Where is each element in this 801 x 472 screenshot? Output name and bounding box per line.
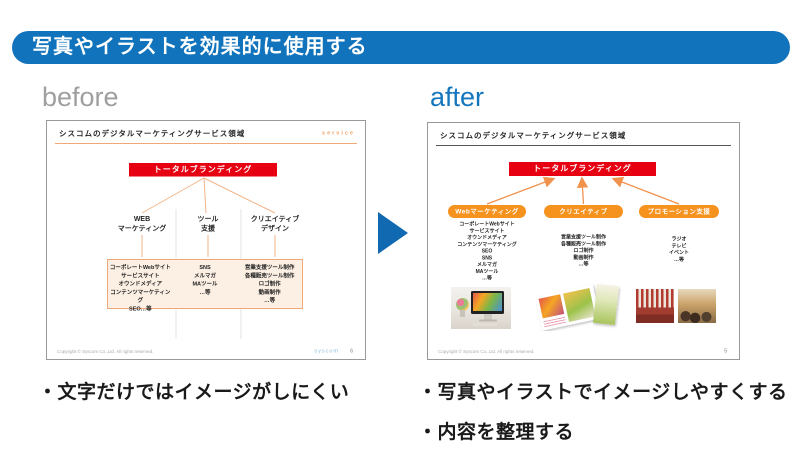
service-list-box: コーポレートWebサイト サービスサイト オウンドメディア コンテンツマーケティ… bbox=[107, 259, 303, 312]
brochure-pages bbox=[536, 284, 600, 331]
page-number: 6 bbox=[350, 348, 353, 355]
column-heading-web-marketing: WEB マーケティング bbox=[117, 214, 167, 232]
total-branding-banner: トータルブランディング bbox=[129, 163, 277, 177]
monitor-stand bbox=[484, 314, 492, 320]
pill-promotion-support: プロモーション支援 bbox=[639, 205, 719, 218]
slide-title: シスコムのデジタルマーケティングサービス領域 bbox=[59, 129, 246, 139]
monitor-icon bbox=[471, 291, 504, 314]
after-note-1: ・写真やイラストでイメージしやすくする bbox=[418, 382, 788, 403]
event-crowd-photo bbox=[678, 289, 716, 323]
service-list-creative: 営業支援ツール制作 各種販売ツール制作 ロゴ制作 動画制作 …等 bbox=[561, 234, 606, 268]
service-list-tool: SNS メルマガ MAツール …等 bbox=[192, 264, 218, 296]
service-list-promotion: ラジオ テレビ イベント …等 bbox=[669, 236, 689, 263]
before-note: ・文字だけではイメージがしにくい bbox=[38, 382, 350, 403]
brochure-cover bbox=[593, 283, 619, 326]
after-slide-thumbnail: シスコムのデジタルマーケティングサービス領域 トータルブランディング Webマー… bbox=[427, 122, 740, 360]
syscom-logo: syscom bbox=[314, 348, 339, 354]
pill-web-marketing: Webマーケティング bbox=[448, 205, 526, 218]
service-list-web: コーポレートWebサイト サービスサイト オウンドメディア コンテンツマーケティ… bbox=[457, 221, 517, 282]
before-after-arrow-icon bbox=[378, 212, 408, 254]
slide-corner-tag: service bbox=[322, 130, 355, 136]
page-number: 5 bbox=[724, 348, 727, 355]
connector-lines bbox=[141, 177, 276, 339]
page-title-banner: 写真やイラストを効果的に使用する bbox=[12, 31, 790, 64]
before-slide-thumbnail: シスコムのデジタルマーケティングサービス領域 service トータルブランディ… bbox=[46, 120, 366, 360]
total-branding-banner: トータルブランディング bbox=[509, 162, 656, 176]
brochure-spread-photo bbox=[536, 281, 621, 331]
flowers-decor bbox=[456, 298, 469, 311]
page-title: 写真やイラストを効果的に使用する bbox=[32, 36, 368, 58]
before-label: before bbox=[42, 82, 119, 112]
service-list-web: コーポレートWebサイト サービスサイト オウンドメディア コンテンツマーケティ… bbox=[109, 264, 171, 312]
imac-desk-photo bbox=[451, 287, 511, 329]
arrow-lines bbox=[486, 176, 680, 205]
column-heading-creative-design: クリエイティブ デザイン bbox=[250, 214, 300, 232]
title-divider bbox=[55, 143, 357, 144]
column-heading-tool-support: ツール 支援 bbox=[197, 214, 219, 232]
service-list-creative: 営業支援ツール制作 各種販売ツール制作 ロゴ制作 動画制作 …等 bbox=[244, 264, 295, 304]
after-label: after bbox=[430, 82, 485, 112]
slide-title: シスコムのデジタルマーケティングサービス領域 bbox=[440, 131, 627, 141]
copyright-text: Copyright © Syscom Co.,Ltd. All rights r… bbox=[57, 349, 154, 354]
after-note-2: ・内容を整理する bbox=[418, 422, 575, 443]
copyright-text: Copyright © Syscom Co.,Ltd. All rights r… bbox=[438, 349, 535, 354]
event-booth-photo bbox=[636, 289, 674, 323]
vase-decor bbox=[460, 310, 465, 317]
monitor-base bbox=[479, 319, 497, 322]
before-slide-content: シスコムのデジタルマーケティングサービス領域 service トータルブランディ… bbox=[47, 121, 365, 359]
title-divider bbox=[436, 145, 731, 146]
keyboard-decor bbox=[473, 323, 497, 326]
after-slide-content: シスコムのデジタルマーケティングサービス領域 トータルブランディング Webマー… bbox=[428, 123, 739, 359]
pill-creative: クリエイティブ bbox=[544, 205, 623, 218]
